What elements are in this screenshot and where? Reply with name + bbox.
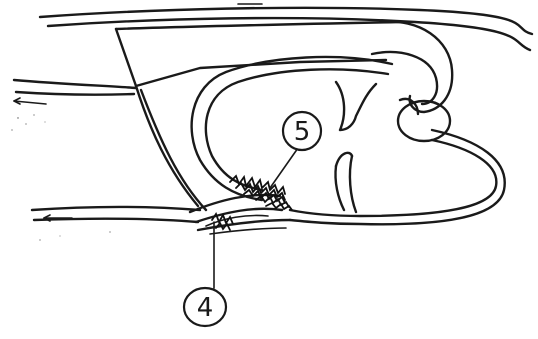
label-5: 5 — [283, 112, 321, 150]
outer-top-border — [40, 4, 532, 50]
left-channel — [14, 80, 136, 104]
label-5-text: 5 — [294, 117, 311, 147]
inner-septa — [335, 82, 376, 212]
lower-channel — [32, 207, 200, 222]
label-4-text: 4 — [197, 293, 214, 323]
hook-structure — [372, 22, 452, 141]
leader-lines — [214, 148, 298, 288]
paper-specks — [11, 114, 110, 240]
inner-loop — [192, 57, 505, 224]
label-4: 4 — [184, 288, 226, 326]
